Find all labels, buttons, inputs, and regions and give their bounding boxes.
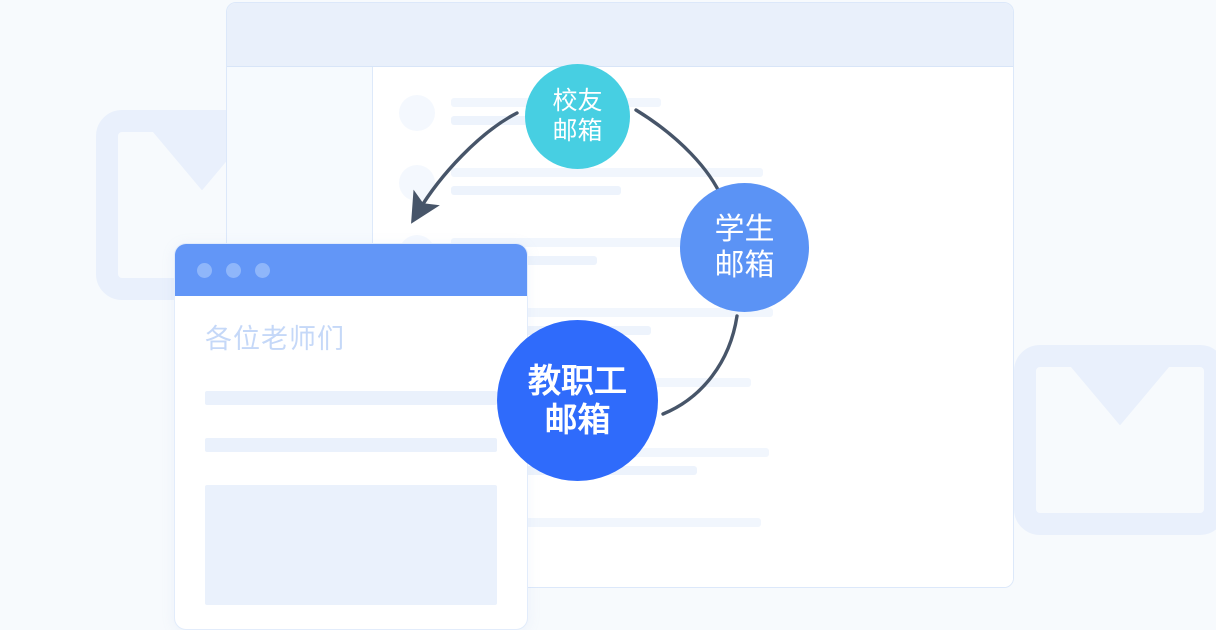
staff-mailbox-bubble[interactable]: 教职工 邮箱 <box>497 320 658 481</box>
envelope-flap <box>1036 367 1204 513</box>
mail-preview-placeholder <box>451 186 621 195</box>
content-line-1 <box>205 391 497 405</box>
mail-subject-placeholder <box>451 308 773 317</box>
avatar <box>399 95 435 131</box>
window-dot-maximize-icon[interactable] <box>255 262 270 278</box>
mail-list-row[interactable] <box>373 505 1013 575</box>
envelope-icon <box>1014 345 1216 535</box>
alumni-mailbox-bubble[interactable]: 校友 邮箱 <box>525 64 630 169</box>
student-bubble-line-2: 邮箱 <box>714 248 775 282</box>
alumni-bubble-line-1: 校友 <box>552 87 603 115</box>
compose-greeting: 各位老师们 <box>205 324 345 354</box>
content-block <box>205 485 497 605</box>
mail-subject-placeholder <box>451 238 751 247</box>
window-dot-close-icon[interactable] <box>197 262 212 278</box>
staff-bubble-line-2: 邮箱 <box>544 400 611 438</box>
content-line-2 <box>205 438 497 452</box>
compose-window: 各位老师们 <box>174 243 528 630</box>
compose-body: 各位老师们 <box>175 296 527 605</box>
mail-list-row[interactable] <box>373 85 1013 155</box>
mail-subject-placeholder <box>451 518 761 527</box>
student-bubble-line-1: 学生 <box>714 213 775 247</box>
window-titlebar <box>175 244 527 296</box>
mail-subject-placeholder <box>451 168 763 177</box>
window-header-bar <box>227 3 1013 67</box>
window-dot-minimize-icon[interactable] <box>226 262 241 278</box>
student-mailbox-bubble[interactable]: 学生 邮箱 <box>680 183 809 312</box>
avatar <box>399 165 435 201</box>
alumni-bubble-line-2: 邮箱 <box>552 116 603 145</box>
staff-bubble-line-1: 教职工 <box>528 361 627 399</box>
